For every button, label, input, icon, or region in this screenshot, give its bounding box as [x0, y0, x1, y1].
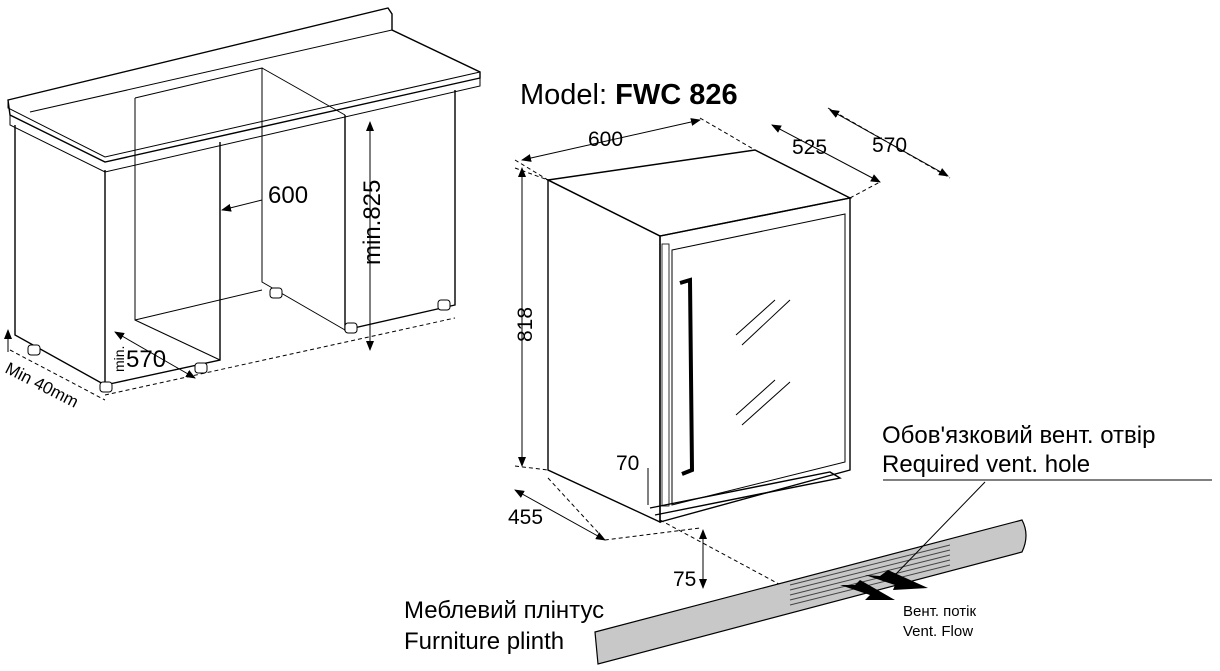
cabinet-foot	[437, 299, 451, 311]
cabinet-foot	[344, 322, 358, 334]
cabinet-height-label: min.825	[359, 180, 386, 265]
cabinet-foot	[99, 381, 113, 393]
plinth-label-en: Furniture plinth	[404, 628, 564, 655]
cabinet-depth-prefix: min.	[111, 346, 127, 372]
cabinet-foot	[194, 362, 208, 374]
wine-cooler-drawing	[545, 149, 853, 524]
depth-dimension-line	[114, 331, 196, 379]
model-title: Model: FWC 826	[520, 79, 738, 111]
fridge-height-label: 818	[514, 307, 537, 342]
plinth-label-uk: Меблевий плінтус	[404, 597, 604, 624]
body-depth-label: 525	[792, 136, 827, 159]
vent-hole-label-en: Required vent. hole	[882, 451, 1090, 478]
vent-flow-arrow	[865, 570, 928, 590]
kitchen-cabinet-drawing: 600 min.825 min. 570 Min 40mm	[2, 7, 481, 412]
vent-flow-label-uk: Вент. потік	[903, 603, 977, 620]
furniture-plinth	[594, 519, 1027, 665]
plinth-depth-label: 455	[508, 506, 543, 529]
width-dimension-line	[221, 199, 263, 212]
plinth-height-label: 75	[673, 568, 696, 591]
vent-flow-label-en: Vent. Flow	[903, 623, 973, 640]
vent-offset-label: 70	[616, 452, 639, 475]
cabinet-depth-label: 570	[126, 346, 166, 373]
fridge-dimensions: 600 525 570 818 455 70 75	[508, 107, 951, 591]
door-handle	[679, 277, 695, 476]
cabinet-width-label: 600	[268, 182, 308, 209]
cabinet-foot	[27, 344, 41, 356]
total-depth-label: 570	[872, 134, 907, 157]
vent-slots	[789, 544, 951, 606]
cabinet-foot	[269, 287, 283, 299]
vent-flow-arrow	[840, 580, 895, 600]
vent-hole-label-uk: Обов'язковий вент. отвір	[882, 422, 1155, 449]
fridge-width-label: 600	[588, 128, 623, 151]
